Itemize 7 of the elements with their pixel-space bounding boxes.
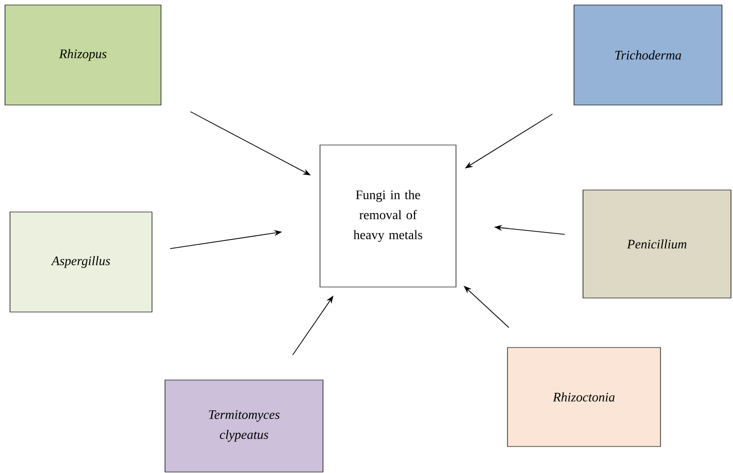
title-box: Fungi in the removal of heavy metals: [320, 144, 456, 288]
fungus-box: Termitomyces clypeatus: [164, 380, 324, 472]
fungus-box: Aspergillus: [10, 212, 152, 312]
fungus-box: Trichoderma: [574, 4, 722, 106]
fungus-box: Rhizoctonia: [507, 347, 661, 447]
fungus-box: Rhizopus: [4, 4, 162, 106]
fungus-box: Penicillium: [582, 190, 732, 298]
